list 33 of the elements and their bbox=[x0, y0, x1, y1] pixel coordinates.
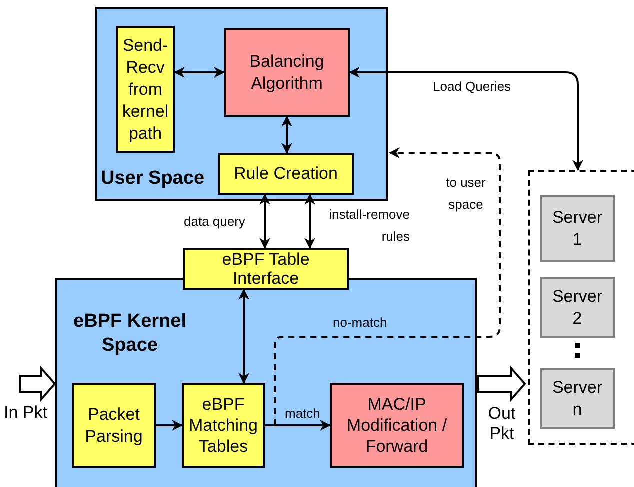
server-box: Server n bbox=[540, 368, 615, 429]
arrow bbox=[156, 420, 184, 431]
edge-label: match bbox=[285, 405, 320, 423]
text-label: to user space bbox=[445, 174, 487, 214]
process-box: Send-Recv from kernel path bbox=[116, 26, 175, 153]
block-arrow bbox=[477, 365, 526, 403]
arrow bbox=[282, 116, 292, 154]
edge-label: no-match bbox=[333, 314, 388, 332]
process-box: eBPF Table Interface bbox=[183, 248, 349, 290]
arrow bbox=[174, 67, 226, 78]
arrow bbox=[348, 67, 584, 172]
server-box: Server 2 bbox=[540, 277, 615, 338]
arrow bbox=[238, 288, 250, 384]
server-box: Server 1 bbox=[540, 195, 615, 262]
process-box: Balancing Algorithm bbox=[224, 28, 350, 117]
edge-label: install-remove rules bbox=[328, 206, 410, 246]
process-box: MAC/IP Modification / Forward bbox=[330, 383, 464, 468]
server-group bbox=[528, 170, 634, 445]
text-label: Out Pkt bbox=[487, 404, 517, 444]
arrow bbox=[260, 194, 270, 250]
text-label: In Pkt bbox=[4, 402, 48, 424]
panel-title: eBPF Kernel Space bbox=[72, 310, 188, 358]
user-space-panel bbox=[95, 7, 388, 201]
block-arrow bbox=[19, 365, 56, 403]
process-box: Rule Creation bbox=[218, 153, 354, 195]
edge-label: data query bbox=[184, 213, 246, 231]
arrow bbox=[274, 148, 501, 426]
panel-title: User Space bbox=[101, 166, 205, 190]
process-box: Packet Parsing bbox=[72, 383, 156, 468]
arrow bbox=[265, 420, 332, 431]
edge-label: Load Queries bbox=[433, 78, 512, 96]
process-box: eBPF Matching Tables bbox=[182, 383, 265, 468]
arrow bbox=[304, 194, 316, 250]
